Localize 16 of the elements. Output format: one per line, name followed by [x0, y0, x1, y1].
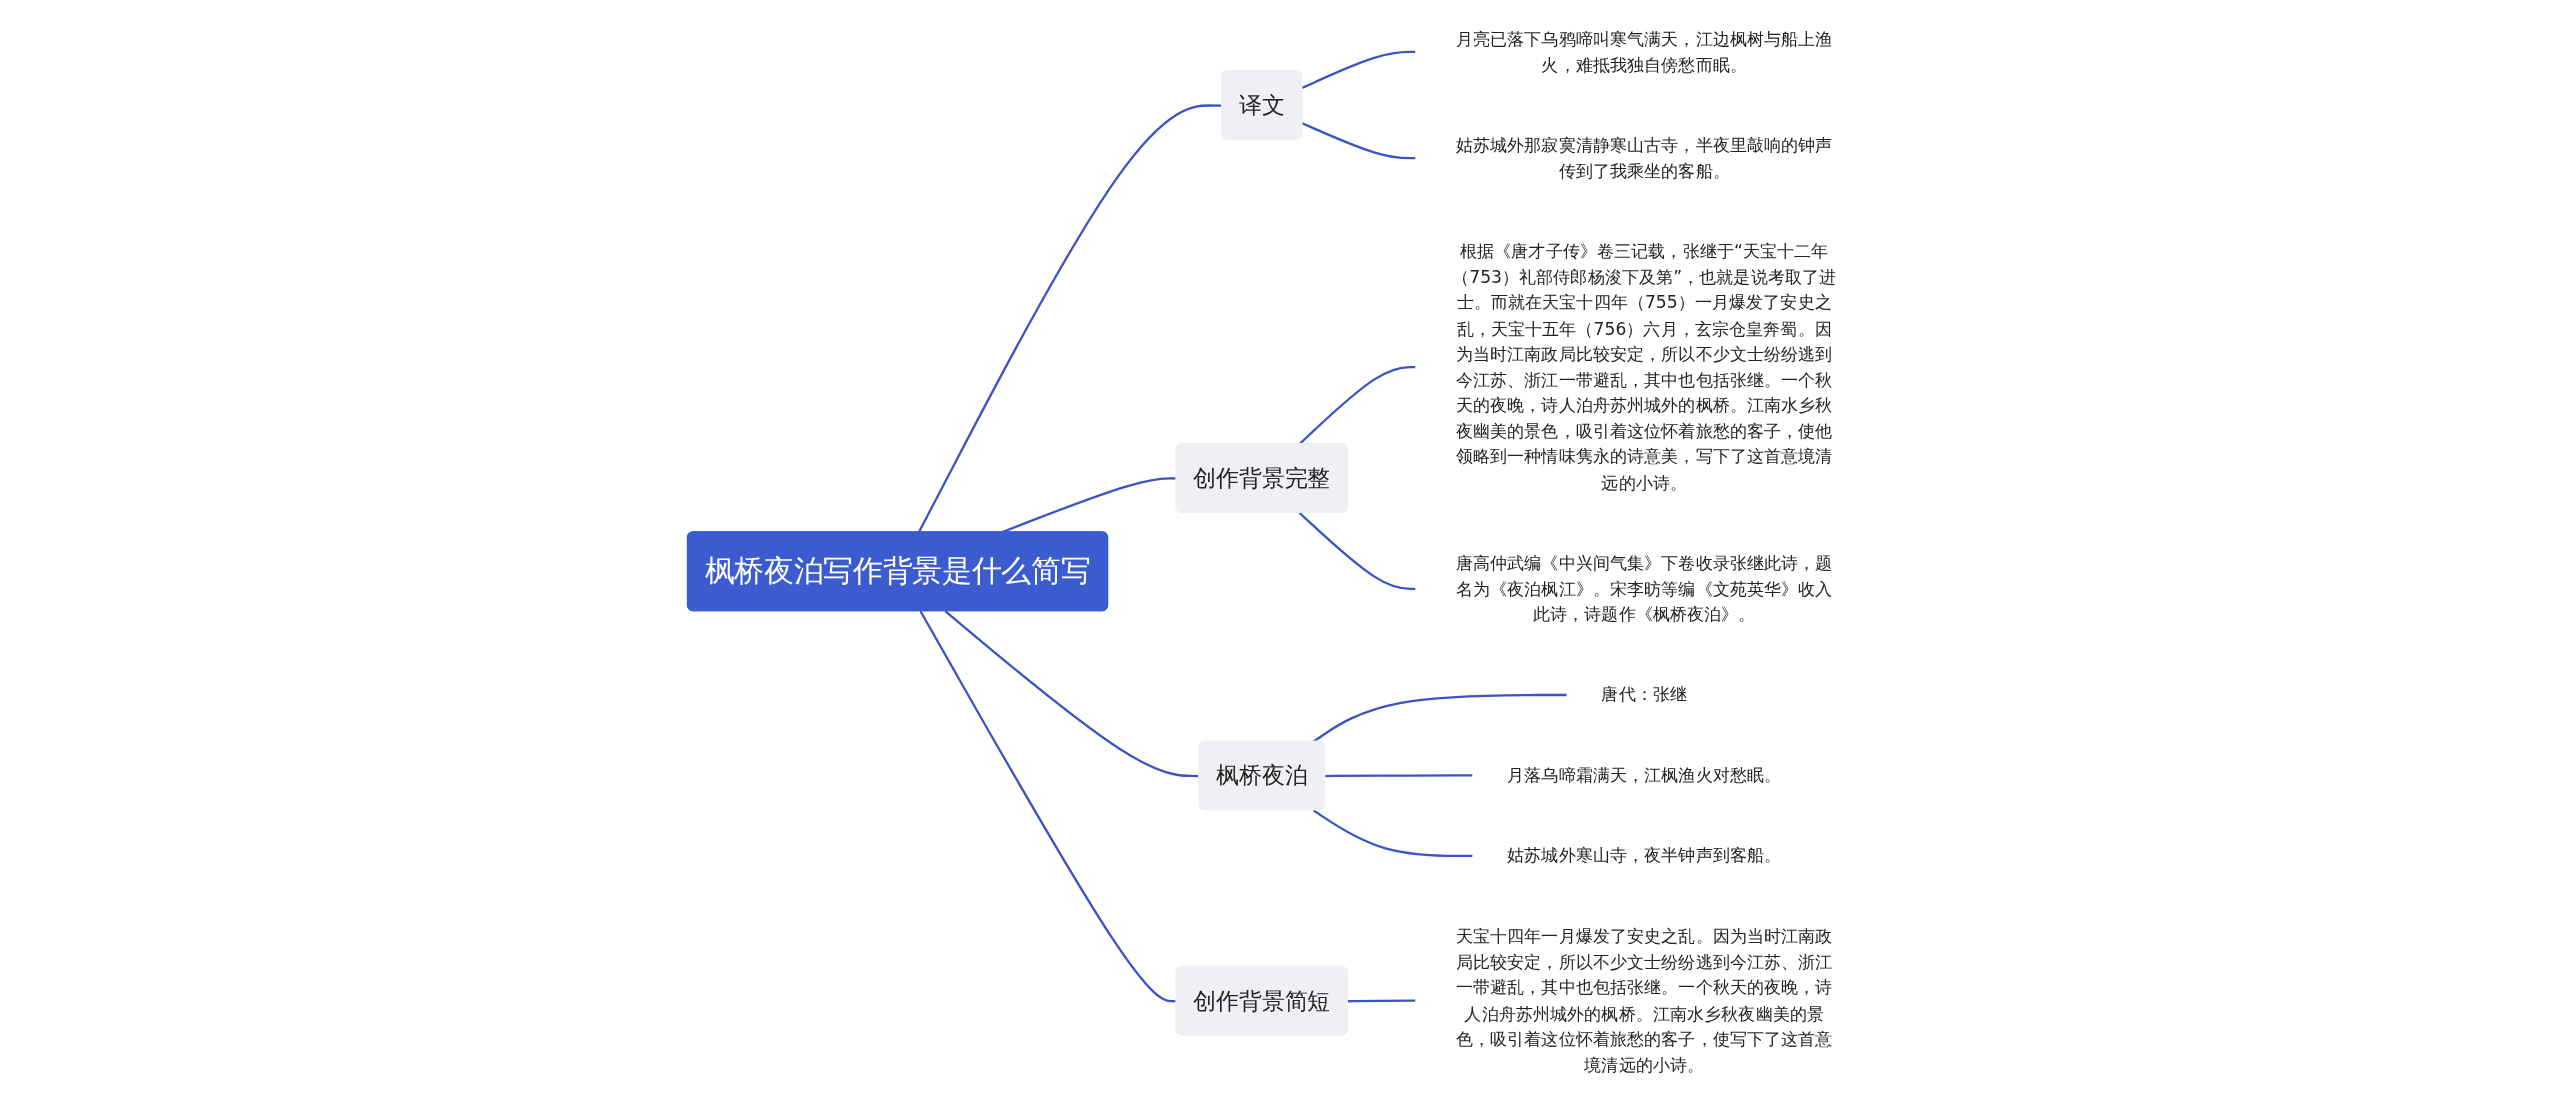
node-text: 月落乌啼霜满天，江枫渔火对愁眠。: [1507, 764, 1782, 786]
node-text: 月亮已落下乌鸦啼叫寒气满天，江边枫树与船上渔火，难抵我独自傍愁而眠。: [1455, 28, 1833, 75]
node-text: 姑苏城外寒山寺，夜半钟声到客船。: [1507, 845, 1782, 866]
connector: [1301, 122, 1416, 160]
node-text: 唐代：张继: [1601, 684, 1688, 705]
connector: [919, 610, 1177, 1003]
node-text: 天宝十四年一月爆发了安史之乱。因为当时江南政局比较安定，所以不少文士纷纷逃到今江苏、浙江一带避乱，其中也包括张继。一个秋天的夜晚，诗人泊舟苏州城外的枫桥。江南水乡秋夜幽美的景色，吸引着这位怀着旅愁的客子，使写下了这首意境清远的小诗。: [1455, 925, 1833, 1075]
connector: [1298, 511, 1416, 590]
connector: [1312, 693, 1568, 743]
connector: [1347, 999, 1416, 1003]
node-text: 姑苏城外那寂寞清静寒山古寺，半夜里敲响的钟声传到了我乘坐的客船。: [1455, 134, 1833, 181]
connector: [1325, 774, 1473, 778]
node-text: 根据《唐才子传》卷三记载，张继于“天宝十二年（753）礼部侍郎杨浚下及第”，也就是说考取了进士。而就在天宝十四年（755）一月爆发了安史之乱，天宝十五年（756）六月，玄宗仓皇奔蜀。因为当时江南政局比较安定，所以不少文士纷纷逃到今江苏、浙江一带避乱，其中也包括张继。一个秋天的夜晚，诗人泊舟苏州城外的枫桥。江南水乡秋夜幽美的景色，吸引着这位怀着旅愁的客子，使他领略到一种情味隽永的诗意美，写下了这首意境清远的小诗。: [1452, 240, 1837, 493]
node-text: 唐高仲武编《中兴间气集》下卷收录张继此诗，题名为《夜泊枫江》。宋李昉等编《文苑英华》收入此诗，诗题作《枫桥夜泊》。: [1455, 552, 1833, 625]
connector: [1301, 50, 1416, 89]
connector: [1312, 809, 1473, 858]
